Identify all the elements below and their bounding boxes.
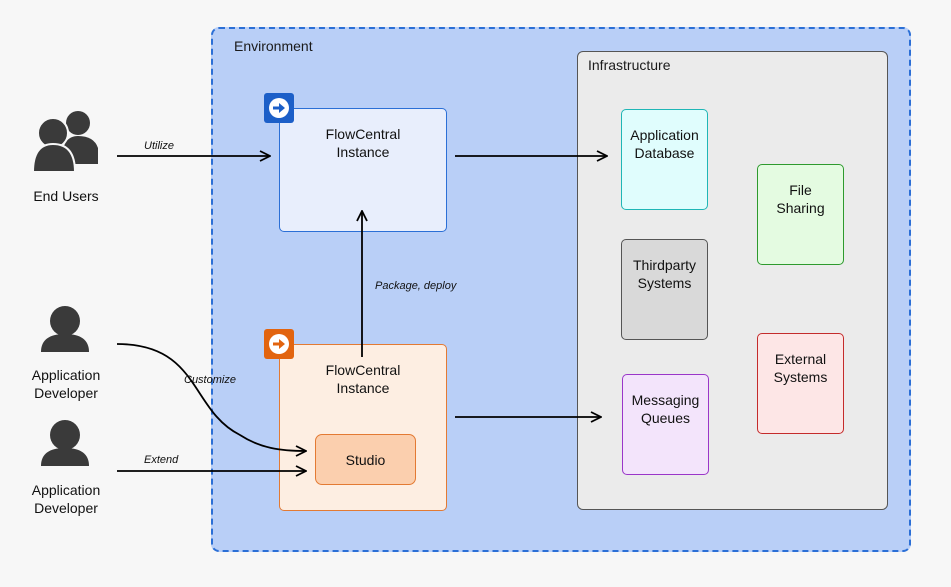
person-icon (41, 420, 89, 466)
application-database-node: Application Database (621, 109, 708, 210)
infrastructure-label: Infrastructure (588, 57, 671, 73)
package-deploy-label: Package, deploy (375, 280, 457, 292)
extend-label: Extend (144, 454, 179, 466)
users-icon (31, 111, 98, 173)
environment-label: Environment (234, 38, 313, 54)
application-developer-label: Application Developer (31, 367, 101, 401)
customize-label: Customize (184, 374, 236, 386)
arrow-circle-icon (264, 329, 294, 359)
end-users-label: End Users (33, 188, 99, 204)
thirdparty-systems-node: Thirdparty Systems (621, 239, 708, 340)
person-icon (41, 306, 89, 352)
customize-connector (116, 343, 306, 451)
utilize-label: Utilize (144, 140, 174, 152)
messaging-queues-node: Messaging Queues (622, 374, 709, 475)
studio-node: Studio (315, 434, 416, 485)
external-systems-node: External Systems (757, 333, 844, 434)
arrow-circle-icon (264, 93, 294, 123)
application-developer-label: Application Developer (31, 482, 101, 516)
file-sharing-node: File Sharing (757, 164, 844, 265)
